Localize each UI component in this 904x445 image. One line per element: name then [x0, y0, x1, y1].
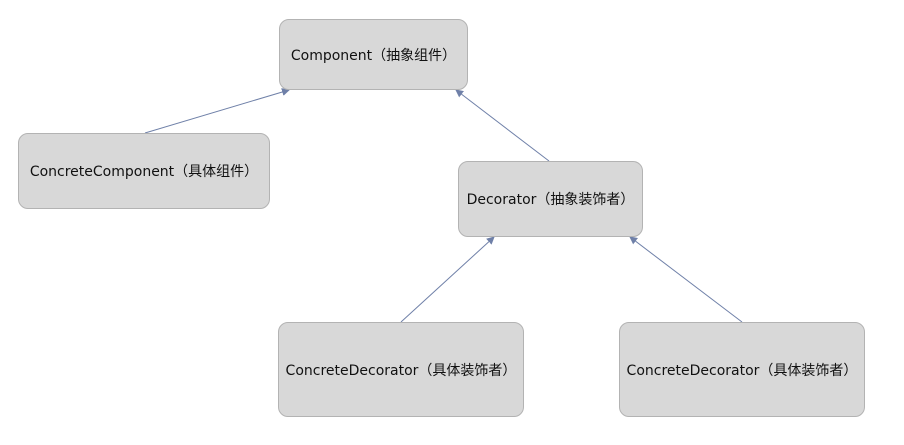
node-concrete-decorator-1[interactable]: ConcreteDecorator（具体装饰者） [278, 322, 524, 417]
node-component[interactable]: Component（抽象组件） [279, 19, 468, 90]
edge-decorator-to-component [455, 89, 550, 162]
node-component-label: Component（抽象组件） [290, 47, 457, 64]
node-concrete-component-label: ConcreteComponent（具体组件） [29, 164, 259, 180]
edge-concrete-component-to-component [144, 88, 290, 134]
node-decorator-label: Decorator（抽象装饰者） [466, 192, 635, 208]
node-concrete-decorator-1-label: ConcreteDecorator（具体装饰者） [285, 362, 517, 379]
node-concrete-component[interactable]: ConcreteComponent（具体组件） [18, 133, 270, 209]
node-concrete-decorator-2[interactable]: ConcreteDecorator（具体装饰者） [619, 322, 865, 417]
node-decorator[interactable]: Decorator（抽象装饰者） [458, 161, 643, 237]
node-concrete-decorator-2-label: ConcreteDecorator（具体装饰者） [626, 362, 858, 379]
edge-concrete-decorator-2-to-decorator [629, 236, 743, 323]
edge-concrete-decorator-1-to-decorator [400, 236, 495, 323]
